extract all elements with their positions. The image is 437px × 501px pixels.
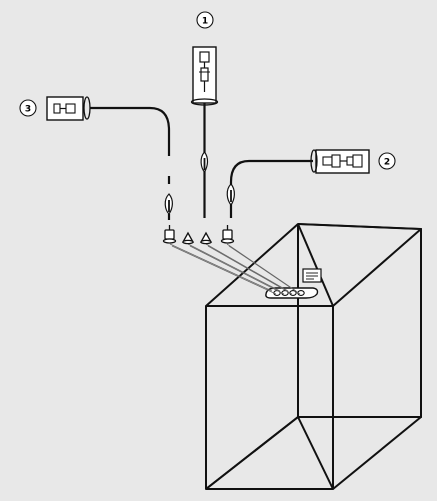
callout-number-2: 2 <box>384 158 390 168</box>
cone-right <box>199 231 213 245</box>
cable-3 <box>46 96 173 220</box>
adaptor-right <box>220 225 235 244</box>
port-label-tag <box>302 268 322 283</box>
cable-2 <box>226 149 370 218</box>
cable-1 <box>190 46 219 218</box>
cabinet-back-panel <box>297 223 422 418</box>
callout-circle-3 <box>19 99 37 117</box>
callout-1: 1 <box>196 11 214 29</box>
cabinet-box <box>205 223 422 490</box>
callout-circle-1 <box>196 11 214 29</box>
cabinet-inner-detail <box>206 223 422 490</box>
connector-row <box>162 225 235 245</box>
callout-3: 3 <box>19 99 37 117</box>
cabinet-recess-top <box>297 223 334 307</box>
callout-circle-2 <box>378 152 396 170</box>
port-panel <box>265 268 322 299</box>
cone-left <box>181 231 195 245</box>
callout-2: 2 <box>378 152 396 170</box>
adaptor-left <box>162 225 177 244</box>
callout-number-3: 3 <box>25 105 31 115</box>
cabinet-recess-bottom <box>297 416 334 490</box>
cabinet-front-frame <box>205 305 334 490</box>
port-hole-4 <box>297 290 305 296</box>
guide-lines <box>169 243 301 295</box>
cable-3-ring <box>83 96 91 120</box>
callout-number-1: 1 <box>202 17 208 27</box>
cabinet-left-inner <box>205 223 299 490</box>
